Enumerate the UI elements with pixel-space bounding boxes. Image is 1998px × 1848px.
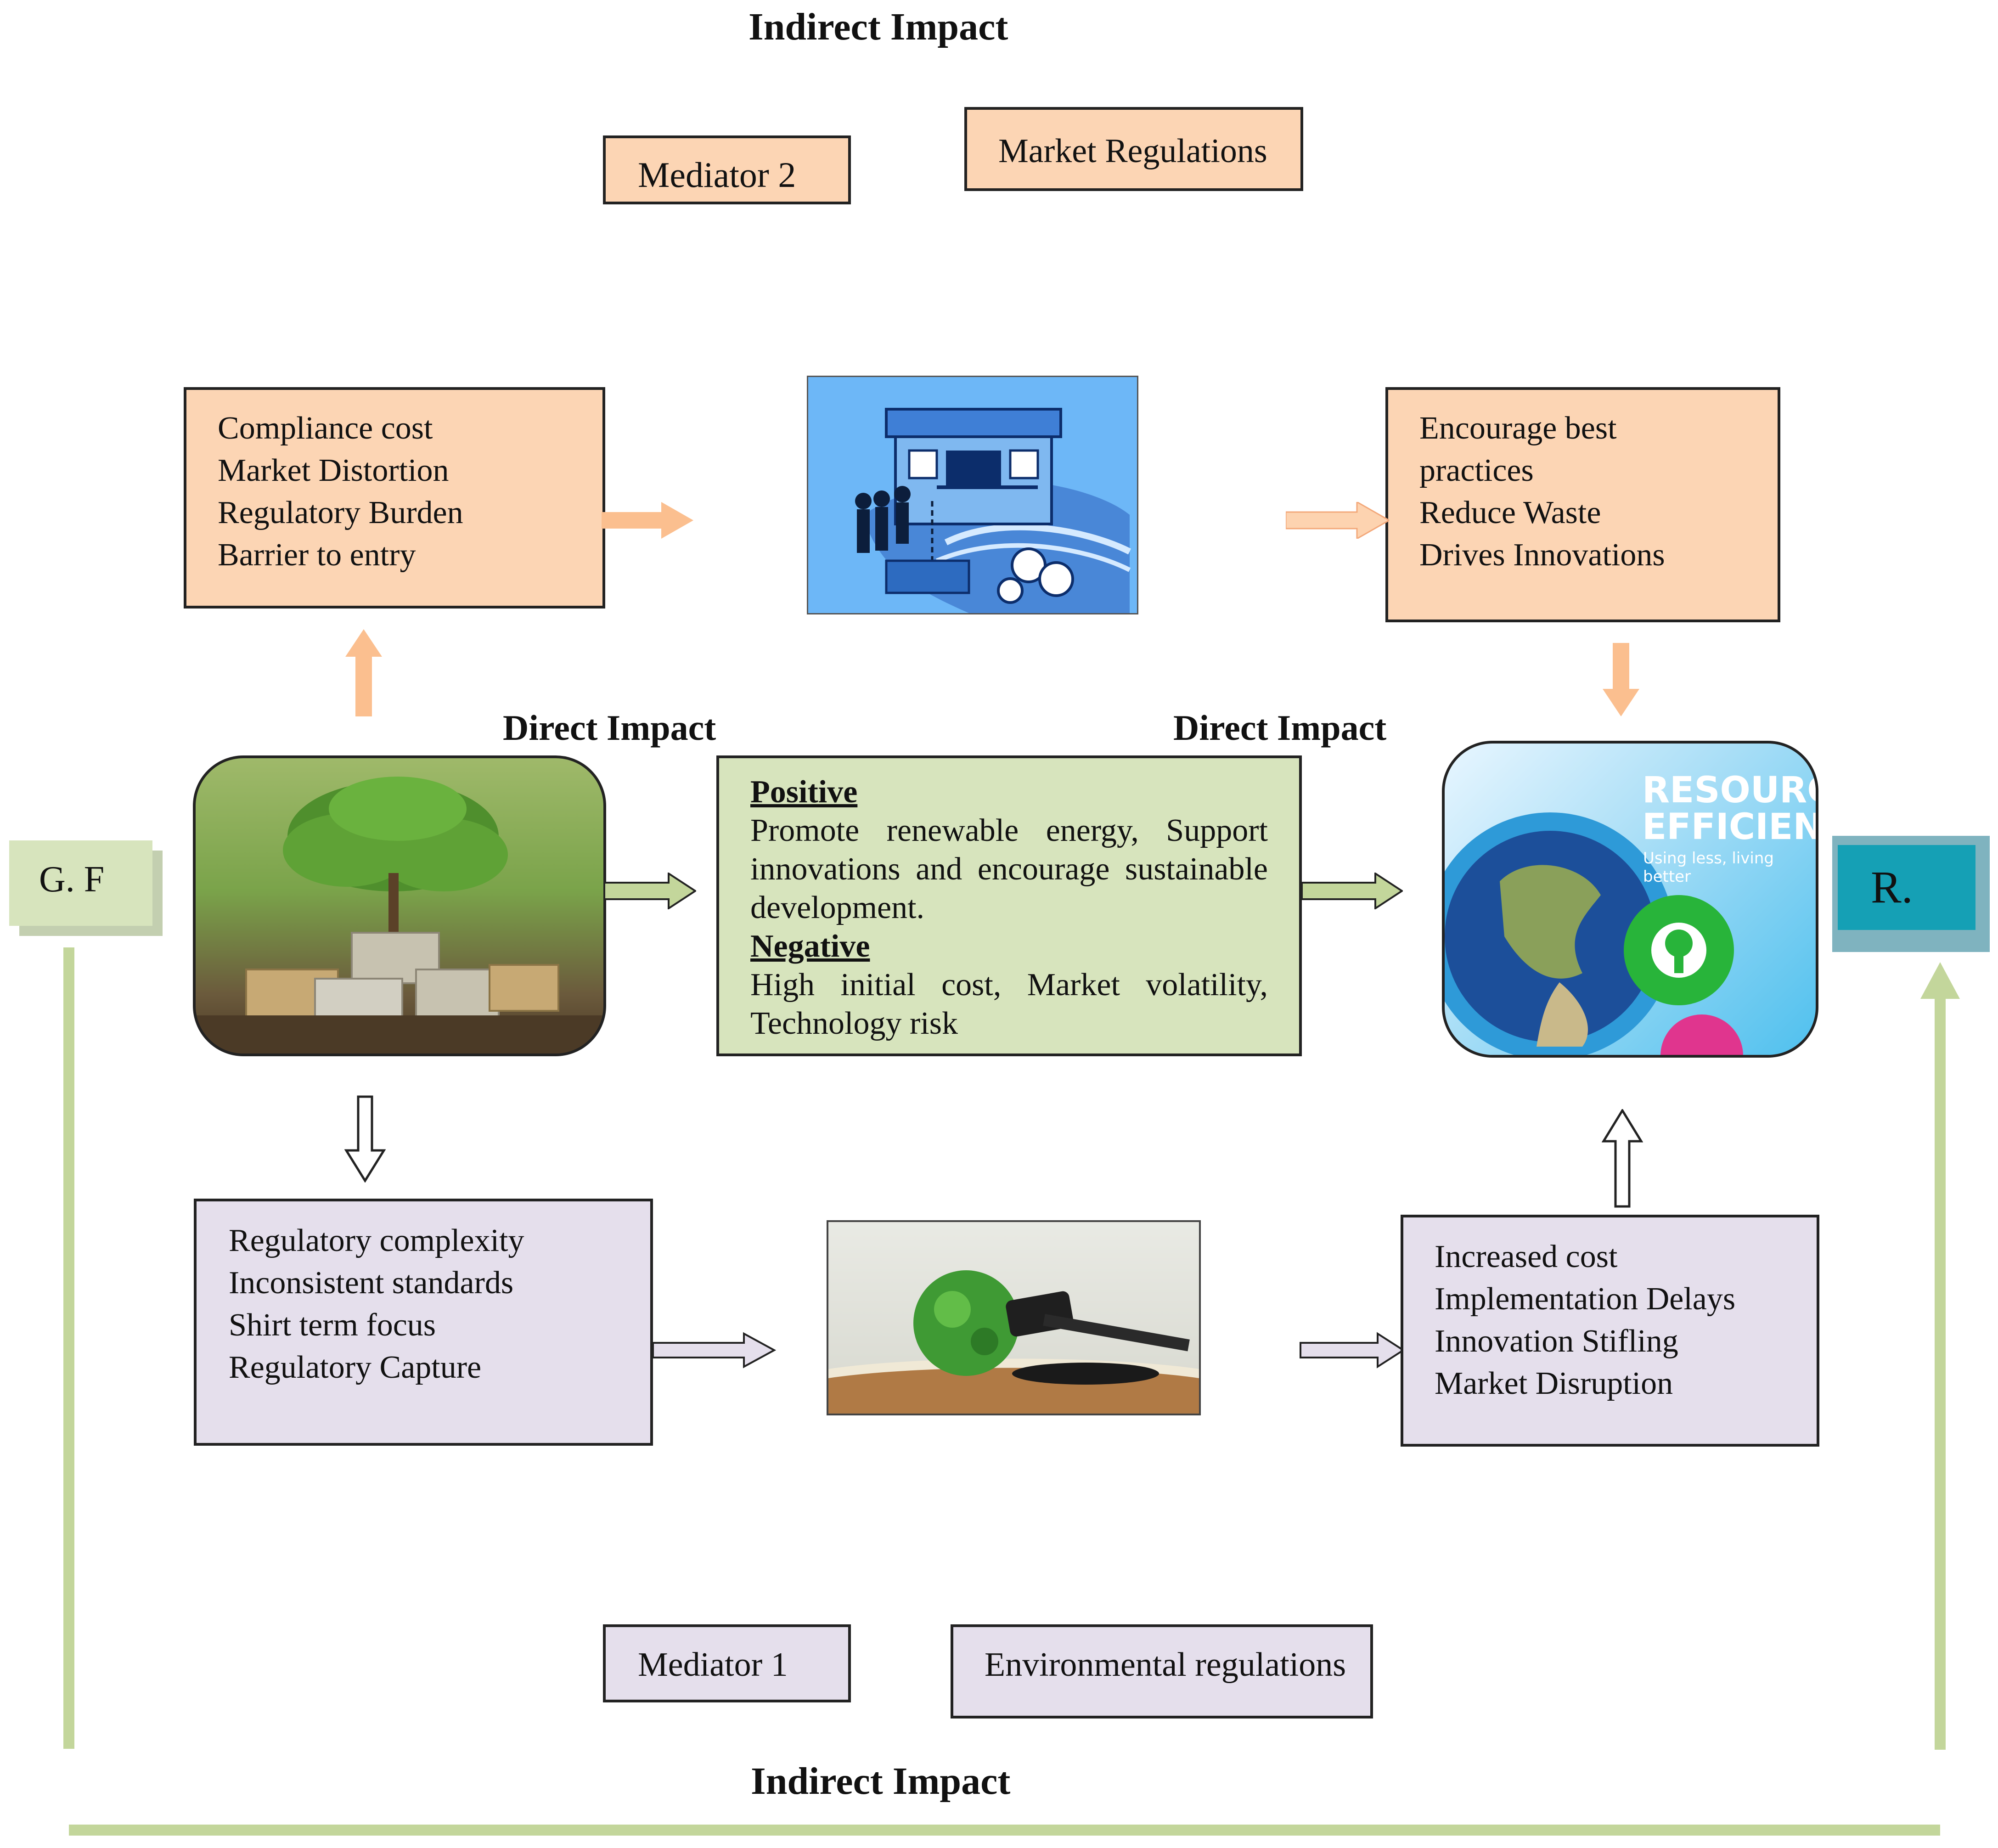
best-practices-item: Drives Innovations [1419, 537, 1665, 573]
indirect-impact-top: Indirect Impact [749, 6, 1008, 48]
mediator-1-label: Mediator 1 [603, 1624, 851, 1702]
regulatory-item: Inconsistent standards [229, 1265, 514, 1301]
compliance-item: Market Distortion [218, 453, 449, 488]
green-arrow-right-icon [1302, 873, 1403, 909]
positive-heading: Positive [750, 774, 858, 810]
compliance-item: Barrier to entry [218, 537, 416, 573]
mediator-2-text: Mediator 2 [638, 155, 796, 195]
r-box: R. [1838, 845, 1975, 930]
peach-arrow-up-icon [345, 629, 382, 716]
market-stall-image [807, 376, 1138, 614]
r-label: R. [1871, 862, 1913, 913]
resource-title-1: RESOURCE [1642, 770, 1816, 811]
best-practices-item: Encourage best [1419, 411, 1617, 446]
gf-label: G. F [39, 859, 105, 900]
resource-title-2: EFFICIENCY [1642, 806, 1816, 848]
best-practices-box: Encourage best practices Reduce Waste Dr… [1385, 387, 1780, 622]
green-arrow-right-icon [604, 873, 696, 909]
green-line-left [63, 947, 74, 1749]
globe-gavel-image [827, 1220, 1201, 1415]
increased-cost-item: Market Disruption [1435, 1366, 1673, 1401]
best-practices-item: practices [1419, 453, 1534, 488]
compliance-item: Compliance cost [218, 411, 433, 446]
outline-arrow-up-icon [1602, 1109, 1643, 1208]
compliance-item: Regulatory Burden [218, 495, 463, 530]
lavender-arrow-right-icon [652, 1332, 776, 1369]
compliance-box: Compliance cost Market Distortion Regula… [184, 387, 605, 608]
mediator-1-text: Mediator 1 [638, 1646, 788, 1684]
lavender-arrow-right-icon [1300, 1332, 1405, 1369]
best-practices-item: Reduce Waste [1419, 495, 1601, 530]
regulatory-complexity-box: Regulatory complexity Inconsistent stand… [194, 1199, 653, 1446]
resource-efficiency-image: RESOURCE EFFICIENCY Using less, living b… [1442, 741, 1818, 1058]
increased-cost-item: Innovation Stifling [1435, 1324, 1678, 1359]
resource-subtitle: Using less, living better [1643, 849, 1774, 886]
outline-arrow-down-icon [344, 1095, 386, 1183]
increased-cost-item: Increased cost [1435, 1239, 1618, 1274]
increased-cost-item: Implementation Delays [1435, 1281, 1736, 1317]
peach-arrow-right-icon [1286, 502, 1389, 539]
impact-center-box: Positive Promote renewable energy, Suppo… [716, 755, 1302, 1056]
green-line-bottom [69, 1825, 1940, 1836]
regulatory-item: Shirt term focus [229, 1307, 436, 1343]
market-regulations-label: Market Regulations [964, 107, 1303, 191]
indirect-impact-bottom: Indirect Impact [751, 1760, 1011, 1803]
environmental-regulations-text: Environmental regulations [985, 1646, 1346, 1684]
negative-text: High initial cost, Market volatility, Te… [750, 967, 1268, 1041]
tree-coins-image [193, 755, 606, 1056]
increased-cost-box: Increased cost Implementation Delays Inn… [1401, 1215, 1819, 1447]
positive-text: Promote renewable energy, Support innova… [750, 813, 1268, 925]
direct-impact-left: Direct Impact [503, 708, 716, 748]
regulatory-item: Regulatory complexity [229, 1223, 524, 1258]
peach-arrow-down-icon [1603, 643, 1639, 716]
mediator-2-label: Mediator 2 [603, 135, 851, 204]
green-arrow-up-icon [1920, 962, 1960, 1750]
regulatory-item: Regulatory Capture [229, 1350, 482, 1385]
peach-arrow-right-icon [602, 502, 693, 539]
direct-impact-right: Direct Impact [1173, 708, 1387, 748]
gf-box: G. F [9, 840, 152, 926]
environmental-regulations-label: Environmental regulations [951, 1624, 1373, 1718]
negative-heading: Negative [750, 929, 870, 964]
market-regulations-text: Market Regulations [998, 132, 1267, 170]
